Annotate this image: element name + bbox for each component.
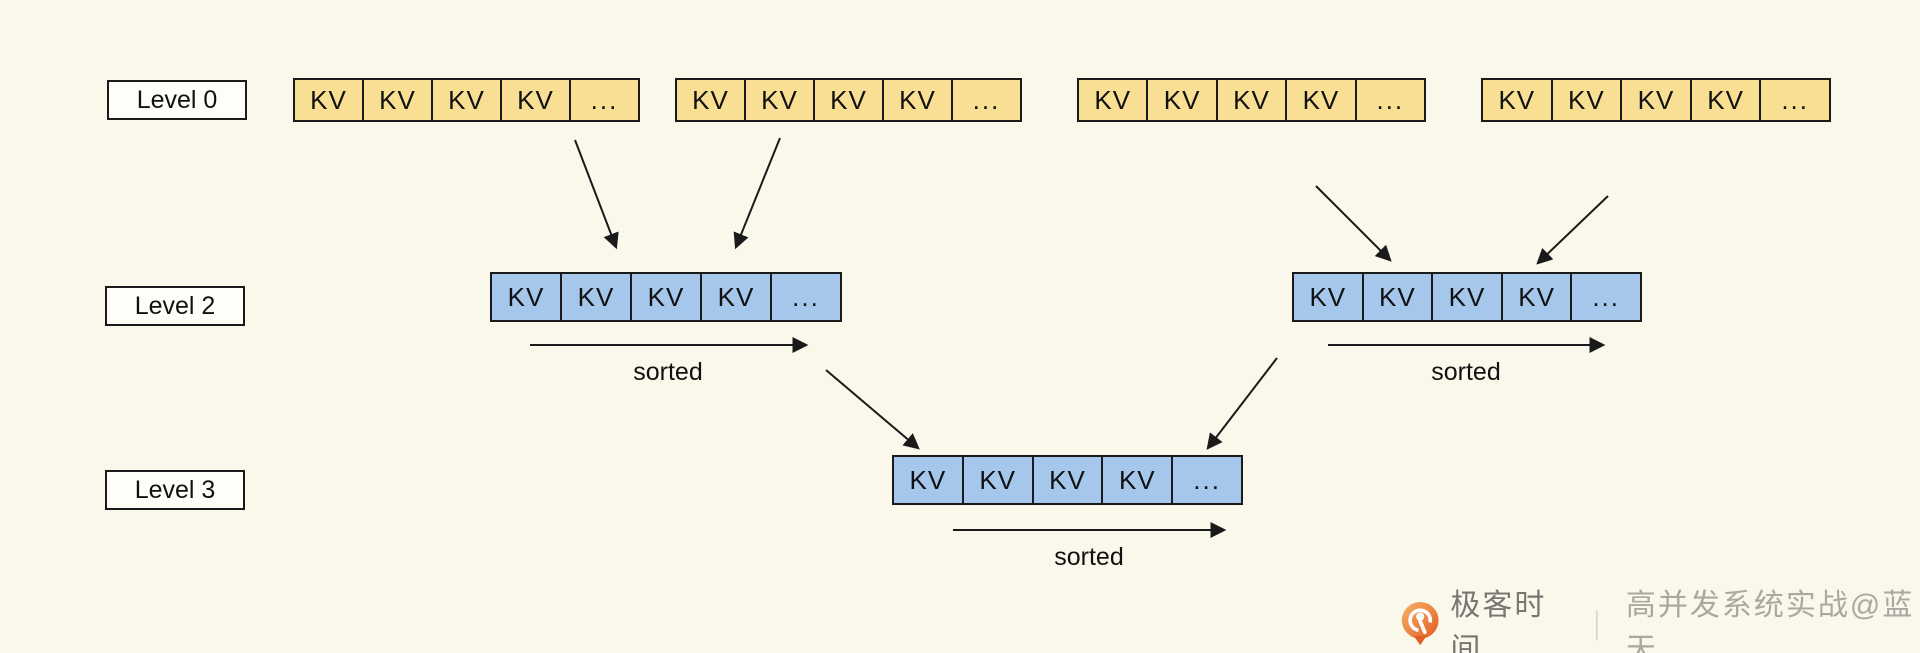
kv-cell: KV [502, 80, 571, 120]
kv-cell: ... [1592, 281, 1620, 312]
kv-cell: KV [1503, 274, 1573, 320]
kv-cell: KV [1433, 274, 1503, 320]
kv-cell: KV [884, 80, 953, 120]
kv-cell: KV [1483, 80, 1553, 120]
sorted-label-level2-left: sorted [633, 358, 703, 386]
kv-cell: KV [1622, 80, 1692, 120]
kv-cell: KV [1034, 457, 1104, 503]
kv-cell: KV [1079, 80, 1149, 120]
kv-cell: KV [1218, 80, 1288, 120]
kv-cell: ... [792, 281, 820, 312]
kv-cell: KV [433, 80, 502, 120]
level-2-label-text: Level 2 [134, 291, 216, 320]
kv-cell: KV [1553, 80, 1623, 120]
kv-cell: KV [1294, 274, 1364, 320]
level-3-label: Level 3 [105, 470, 245, 510]
compaction-arrow [825, 369, 920, 450]
kv-cell: KV [1103, 457, 1174, 503]
kv-cell: ... [1781, 84, 1809, 115]
kv-cell: KV [492, 274, 562, 320]
watermark: 极客时间 ｜ 高并发系统实战@蓝天 [1400, 580, 1920, 653]
kv-cell: KV [1364, 274, 1434, 320]
level-0-label-text: Level 0 [136, 85, 218, 114]
compaction-arrow [1536, 195, 1609, 265]
level-0-label: Level 0 [107, 80, 247, 120]
watermark-credit: 高并发系统实战@蓝天 [1625, 589, 1915, 653]
kv-cell: KV [815, 80, 884, 120]
kv-cell: KV [746, 80, 815, 120]
watermark-divider: ｜ [1581, 611, 1612, 644]
kv-cell: KV [702, 274, 772, 320]
kv-cell: KV [295, 80, 364, 120]
kv-cell: KV [1692, 80, 1762, 120]
kv-cell: KV [677, 80, 746, 120]
watermark-brand: 极客时间 [1450, 589, 1547, 653]
level-2-label: Level 2 [105, 286, 245, 326]
kv-cell: KV [1148, 80, 1218, 120]
sorted-label-level2-right: sorted [1431, 358, 1501, 386]
kv-cell: ... [1376, 84, 1405, 115]
kv-cell: ... [590, 84, 619, 115]
compaction-arrow [733, 137, 781, 250]
kv-cell: KV [964, 457, 1034, 503]
kv-cell: ... [1193, 464, 1221, 495]
compaction-arrow [1206, 357, 1278, 450]
kv-cell: KV [562, 274, 632, 320]
kv-cell: KV [632, 274, 702, 320]
sorted-label-level3: sorted [1054, 543, 1124, 571]
compaction-arrow [574, 139, 619, 250]
kv-cell: KV [1287, 80, 1357, 120]
level-3-label-text: Level 3 [134, 475, 216, 504]
kv-cell: ... [972, 84, 1001, 115]
kv-cell: KV [364, 80, 433, 120]
compaction-arrow [1315, 185, 1392, 262]
geektime-logo-icon [1401, 601, 1439, 646]
kv-cell: KV [894, 457, 964, 503]
